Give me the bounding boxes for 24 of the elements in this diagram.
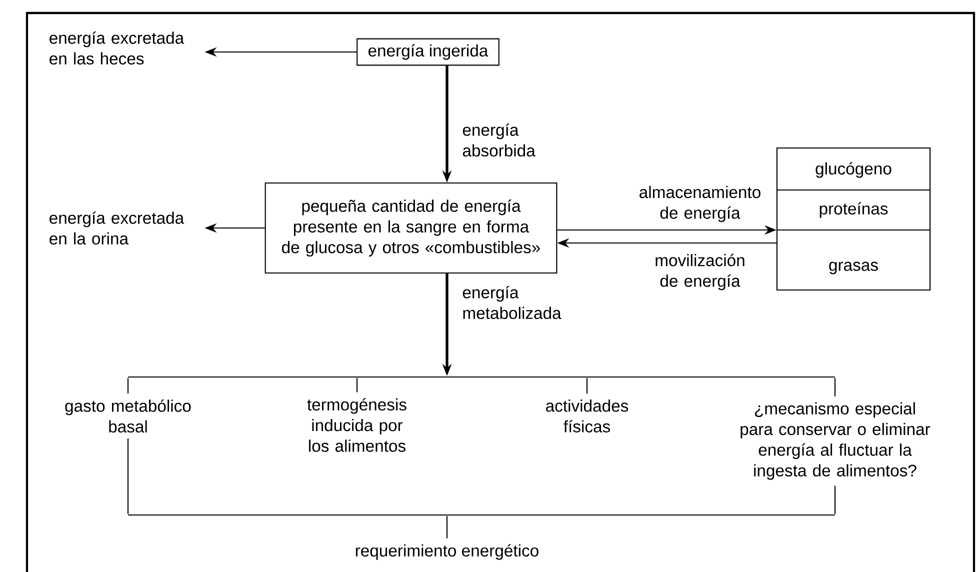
flow-text: requerimiento energético: [356, 544, 538, 560]
storage-box: [776, 147, 931, 291]
edge-label: energía metabolizada: [462, 286, 562, 320]
bracket-line: [127, 438, 129, 514]
edge-label: movilización de energía: [656, 254, 744, 290]
bracket-line: [834, 378, 836, 396]
compartment-label: grasas: [829, 262, 878, 274]
bracket-line: [586, 378, 588, 394]
bracket-line: [127, 378, 129, 394]
process-box: energía ingerida: [356, 38, 500, 66]
flow-text: ¿mecanismo especial para conservar o eliminar energía al fluctuar la ingesta de alimentos?: [740, 402, 930, 480]
flow-text: actividades físicas: [546, 400, 628, 432]
compartment-label: glucógeno: [816, 162, 892, 178]
compartment-label: proteínas: [820, 202, 888, 218]
edge-label: almacenamiento de energía: [640, 186, 760, 222]
flow-text: gasto metabólico basal: [65, 399, 191, 433]
process-box: pequeña cantidad de energía presente en la sangre en forma de glucosa y otros «combustibles»: [264, 182, 558, 274]
flow-text: energía excretada en la orina: [50, 211, 184, 245]
bracket-line: [834, 486, 836, 514]
flow-text: energía excretada en las heces: [50, 31, 184, 65]
bracket-line: [356, 378, 358, 392]
flow-text: termogénesis inducida por los alimentos: [307, 398, 406, 452]
bracket-line: [446, 516, 448, 538]
edge-label: energía absorbida: [462, 123, 536, 157]
